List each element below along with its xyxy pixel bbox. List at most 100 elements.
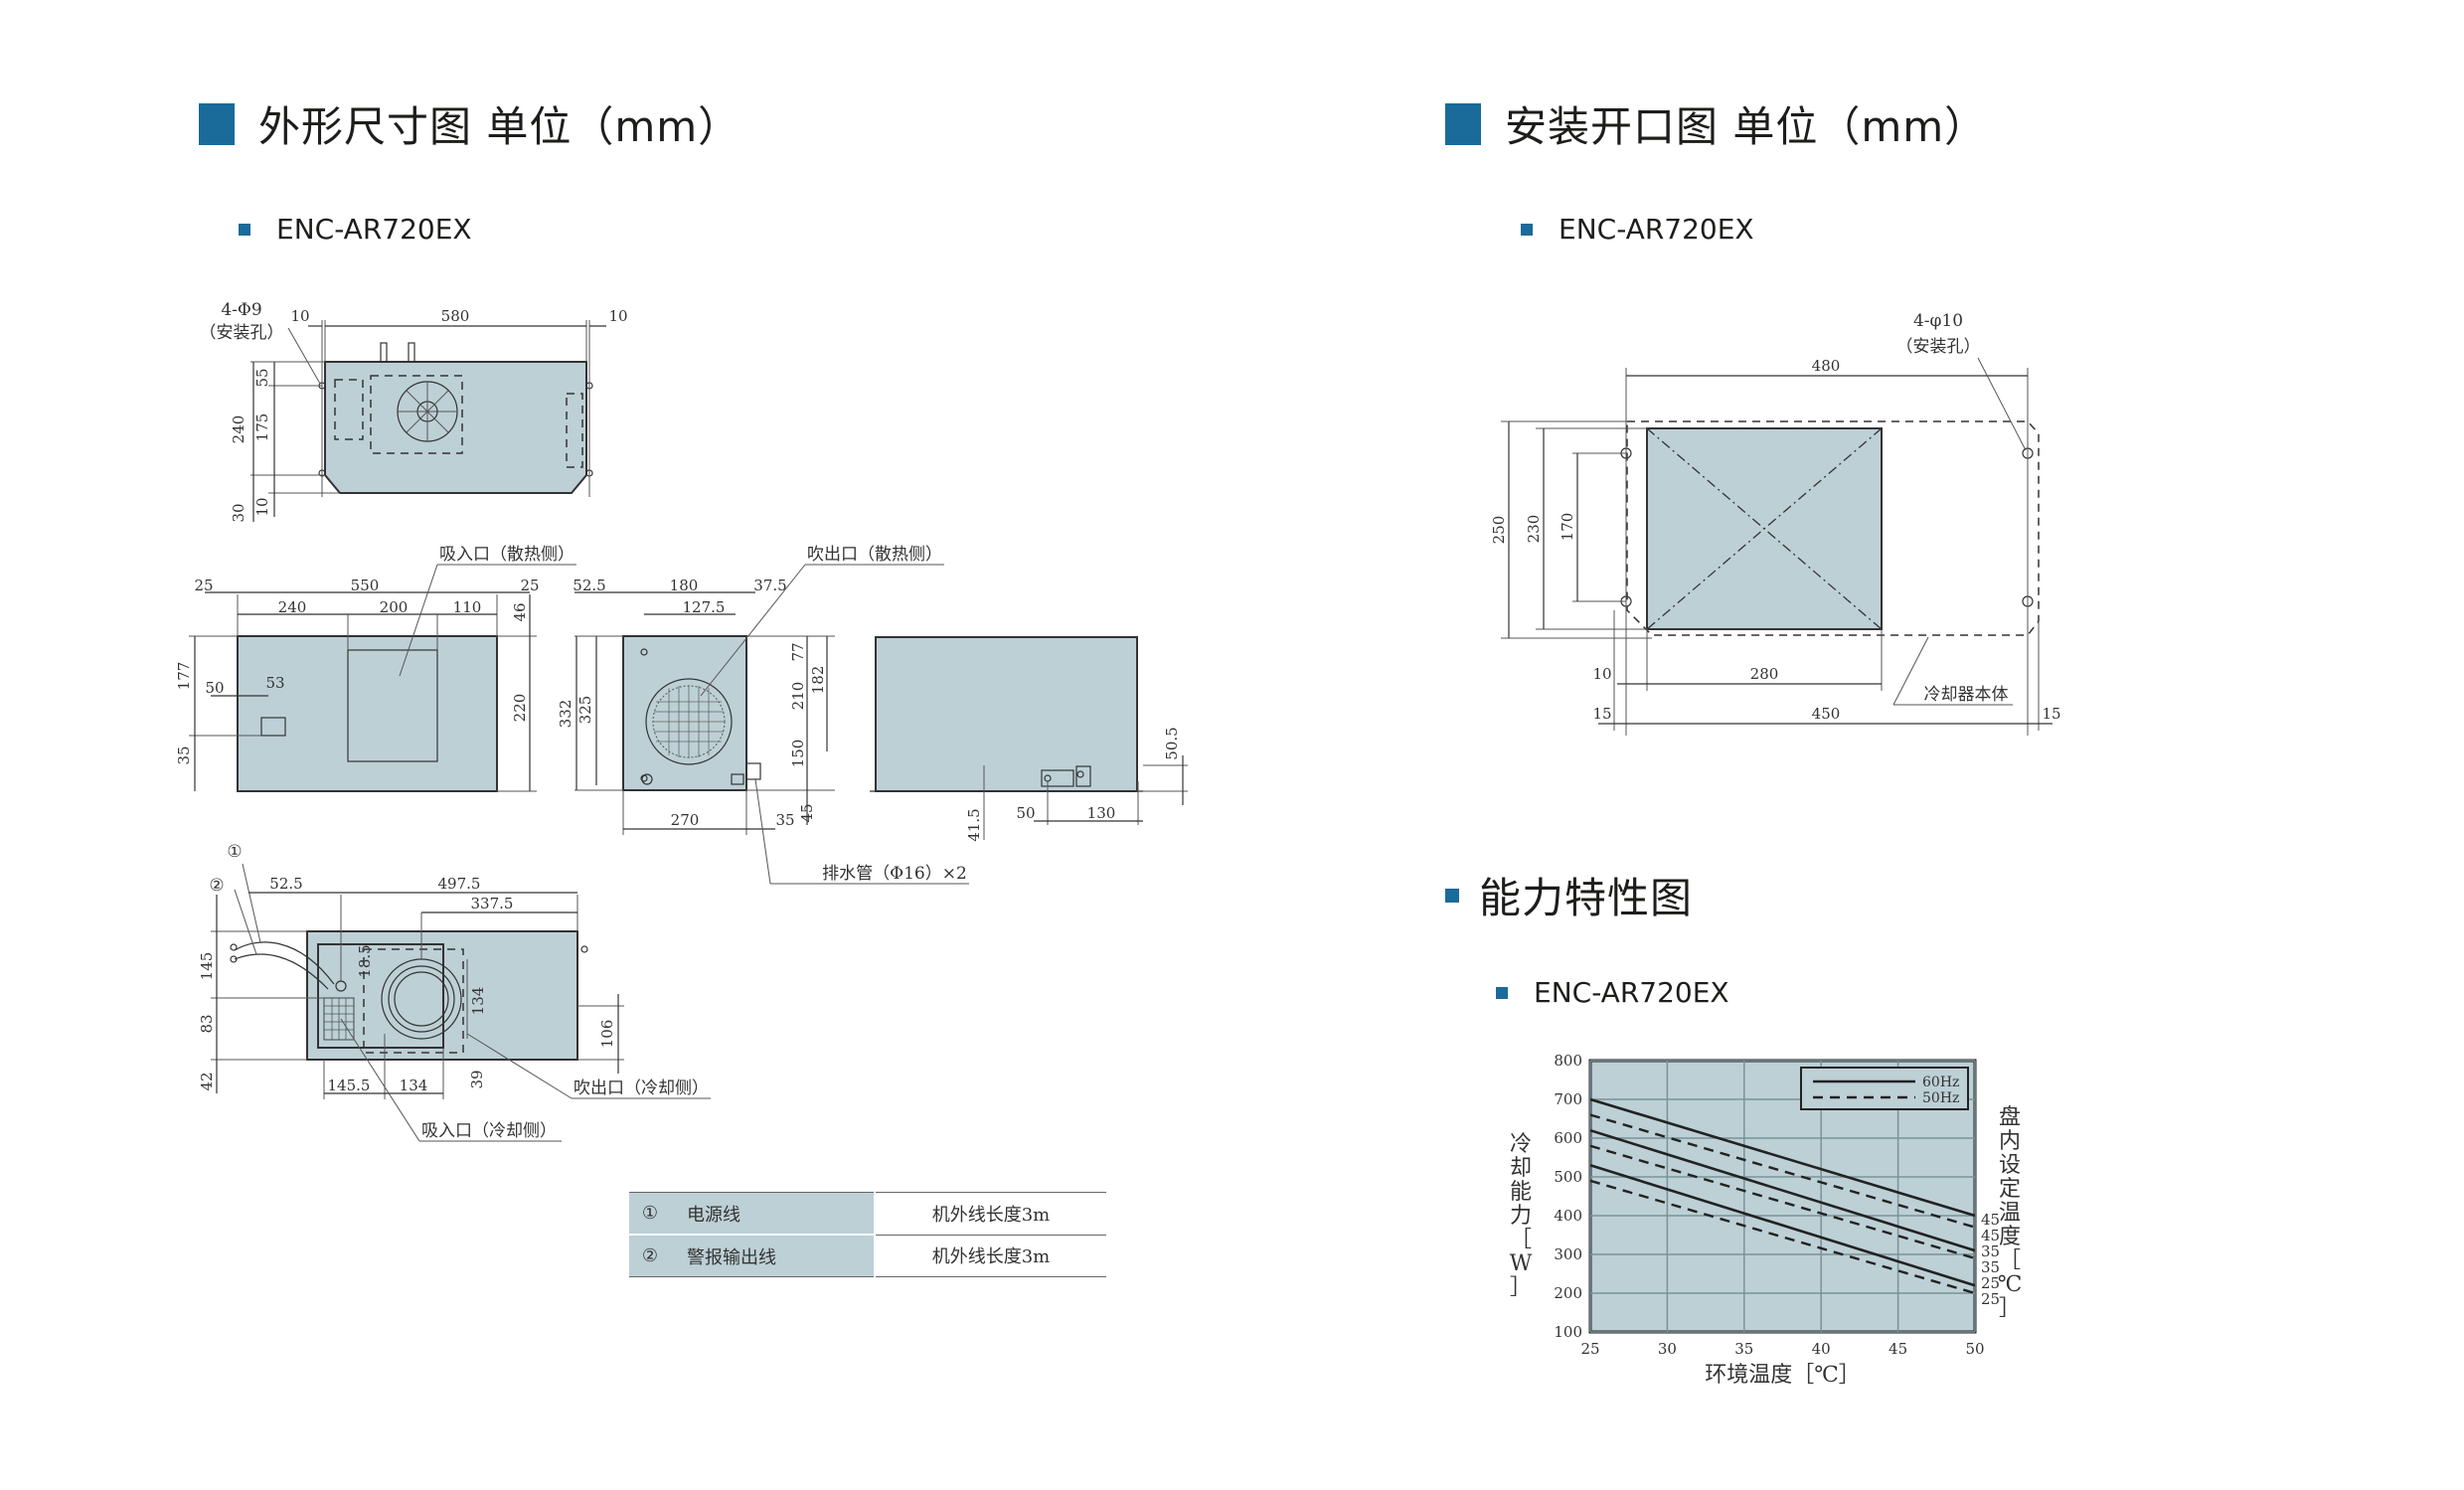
fan-grille xyxy=(653,685,725,758)
dim-134: 134 xyxy=(469,987,487,1016)
intake-hot-label: 吸入口（散热侧） xyxy=(439,545,575,565)
svg-text:内: 内 xyxy=(1999,1129,2021,1154)
dim-25: 25 xyxy=(194,577,213,594)
svg-text:力: 力 xyxy=(1510,1204,1532,1229)
dim-220: 220 xyxy=(511,694,529,723)
svg-text:温: 温 xyxy=(1999,1201,2021,1226)
front-view: 25 550 25 240 200 110 吸入口（散热侧） 46 220 17… xyxy=(175,545,576,792)
dim-280: 280 xyxy=(1750,665,1779,683)
wire-note: 机外线长度3m xyxy=(874,1234,1106,1277)
x-tick-label: 25 xyxy=(1580,1340,1599,1358)
setpoint-label-0: 45 xyxy=(1981,1211,2000,1229)
mounting-section-title: 安装开口图 单位（mm） xyxy=(1445,93,1987,154)
model-name: ENC-AR720EX xyxy=(276,213,472,246)
dim-150: 150 xyxy=(789,740,807,768)
wire-no: ② xyxy=(629,1234,671,1277)
y-tick-label: 800 xyxy=(1554,1052,1582,1070)
dim-35: 35 xyxy=(775,811,794,829)
dim-35: 35 xyxy=(175,745,193,764)
callout-2: ② xyxy=(209,876,224,896)
dim-337-5: 337.5 xyxy=(471,895,514,912)
y-tick-label: 100 xyxy=(1554,1323,1582,1341)
dim-170: 170 xyxy=(1559,513,1576,542)
dim-25: 25 xyxy=(520,577,539,594)
dim-127-5: 127.5 xyxy=(683,598,726,616)
y-tick-label: 300 xyxy=(1554,1245,1582,1263)
legend-box xyxy=(1800,1067,1969,1110)
svg-text:［: ［ xyxy=(1510,1228,1532,1252)
bottom-view: ① ② 52.5 497.5 337.5 18.5 145 83 42 106 … xyxy=(198,842,711,1142)
dim-250: 250 xyxy=(1490,516,1508,545)
capacity-title: 能力特性图 xyxy=(1479,874,1694,922)
dim-10: 10 xyxy=(608,307,627,325)
bullet xyxy=(1521,223,1533,236)
svg-text:［: ［ xyxy=(1999,1248,2021,1273)
dim-550: 550 xyxy=(351,577,380,594)
series-line-0 xyxy=(1590,1097,1975,1218)
dim-450: 450 xyxy=(1812,705,1841,723)
dim-52-5: 52.5 xyxy=(573,577,605,594)
dim-55: 55 xyxy=(253,368,271,387)
legend-label-0: 60Hz xyxy=(1922,1075,1959,1090)
dim-10: 10 xyxy=(290,307,309,325)
dim-180: 180 xyxy=(670,577,699,594)
outline-title: 外形尺寸图 单位（mm） xyxy=(258,102,741,151)
dim-41-5: 41.5 xyxy=(965,808,983,841)
title-marker xyxy=(1445,102,1481,145)
dim-580: 580 xyxy=(441,307,470,325)
wire-table: ① 电源线 机外线长度3m ② 警报输出线 机外线长度3m xyxy=(629,1192,1106,1277)
dim-145: 145 xyxy=(198,952,216,981)
drain-label: 排水管（Φ16）×2 xyxy=(822,864,967,884)
dim-182: 182 xyxy=(809,666,827,695)
svg-text:盘: 盘 xyxy=(1999,1105,2021,1130)
svg-text:设: 设 xyxy=(1999,1153,2021,1178)
dim-210: 210 xyxy=(789,682,807,711)
dim-37-5: 37.5 xyxy=(753,577,786,594)
svg-text:℃: ℃ xyxy=(1998,1272,2023,1297)
svg-text:定: 定 xyxy=(1999,1177,2021,1202)
capacity-model: ENC-AR720EX xyxy=(1496,976,1729,1009)
outlet-cool-label: 吹出口（冷却侧） xyxy=(574,1078,709,1098)
dim-130: 130 xyxy=(1087,804,1116,822)
series-line-4 xyxy=(1590,1164,1975,1287)
dim-200: 200 xyxy=(380,598,409,616)
table-row: ② 警报输出线 机外线长度3m xyxy=(629,1234,1106,1277)
title-marker xyxy=(199,102,235,145)
dim-240: 240 xyxy=(278,598,307,616)
callout-1: ① xyxy=(227,842,242,862)
dim-230: 230 xyxy=(1525,515,1543,544)
dim-497-5: 497.5 xyxy=(438,875,481,893)
dim-15: 15 xyxy=(2042,705,2060,723)
svg-text:度: 度 xyxy=(1999,1225,2021,1249)
setpoint-label-4: 25 xyxy=(1981,1274,2000,1292)
dim-30: 30 xyxy=(230,503,247,522)
dim-480: 480 xyxy=(1812,357,1841,375)
dim-110: 110 xyxy=(453,598,482,616)
top-view: 580 10 10 4-Φ9 （安装孔） 240 175 55 30 10 xyxy=(200,300,628,523)
dim-50: 50 xyxy=(1016,804,1035,822)
series-line-2 xyxy=(1590,1128,1975,1252)
y-tick-label: 600 xyxy=(1554,1129,1582,1147)
setpoint-label-1: 45 xyxy=(1981,1227,2000,1244)
dim-50: 50 xyxy=(205,679,224,697)
holes-note: （安装孔） xyxy=(200,323,284,343)
setpoint-label-2: 35 xyxy=(1981,1242,2000,1260)
svg-text:］: ］ xyxy=(1510,1275,1532,1300)
bullet xyxy=(239,223,250,236)
x-tick-label: 30 xyxy=(1658,1340,1677,1358)
dim-39: 39 xyxy=(468,1070,486,1088)
intake-cool-label: 吸入口（冷却侧） xyxy=(421,1121,557,1141)
side-view: 52.5 180 37.5 127.5 吹出口（散热侧） 332 325 77 … xyxy=(557,545,969,885)
dim-270: 270 xyxy=(671,811,700,829)
model-name: ENC-AR720EX xyxy=(1534,976,1729,1009)
dim-145-5: 145.5 xyxy=(328,1076,371,1094)
chart-series xyxy=(1590,1097,1975,1295)
outline-section-title: 外形尺寸图 单位（mm） xyxy=(199,93,740,154)
dim-15: 15 xyxy=(1592,705,1611,723)
setpoint-label-5: 25 xyxy=(1981,1290,2000,1308)
y-tick-label: 700 xyxy=(1554,1090,1582,1108)
